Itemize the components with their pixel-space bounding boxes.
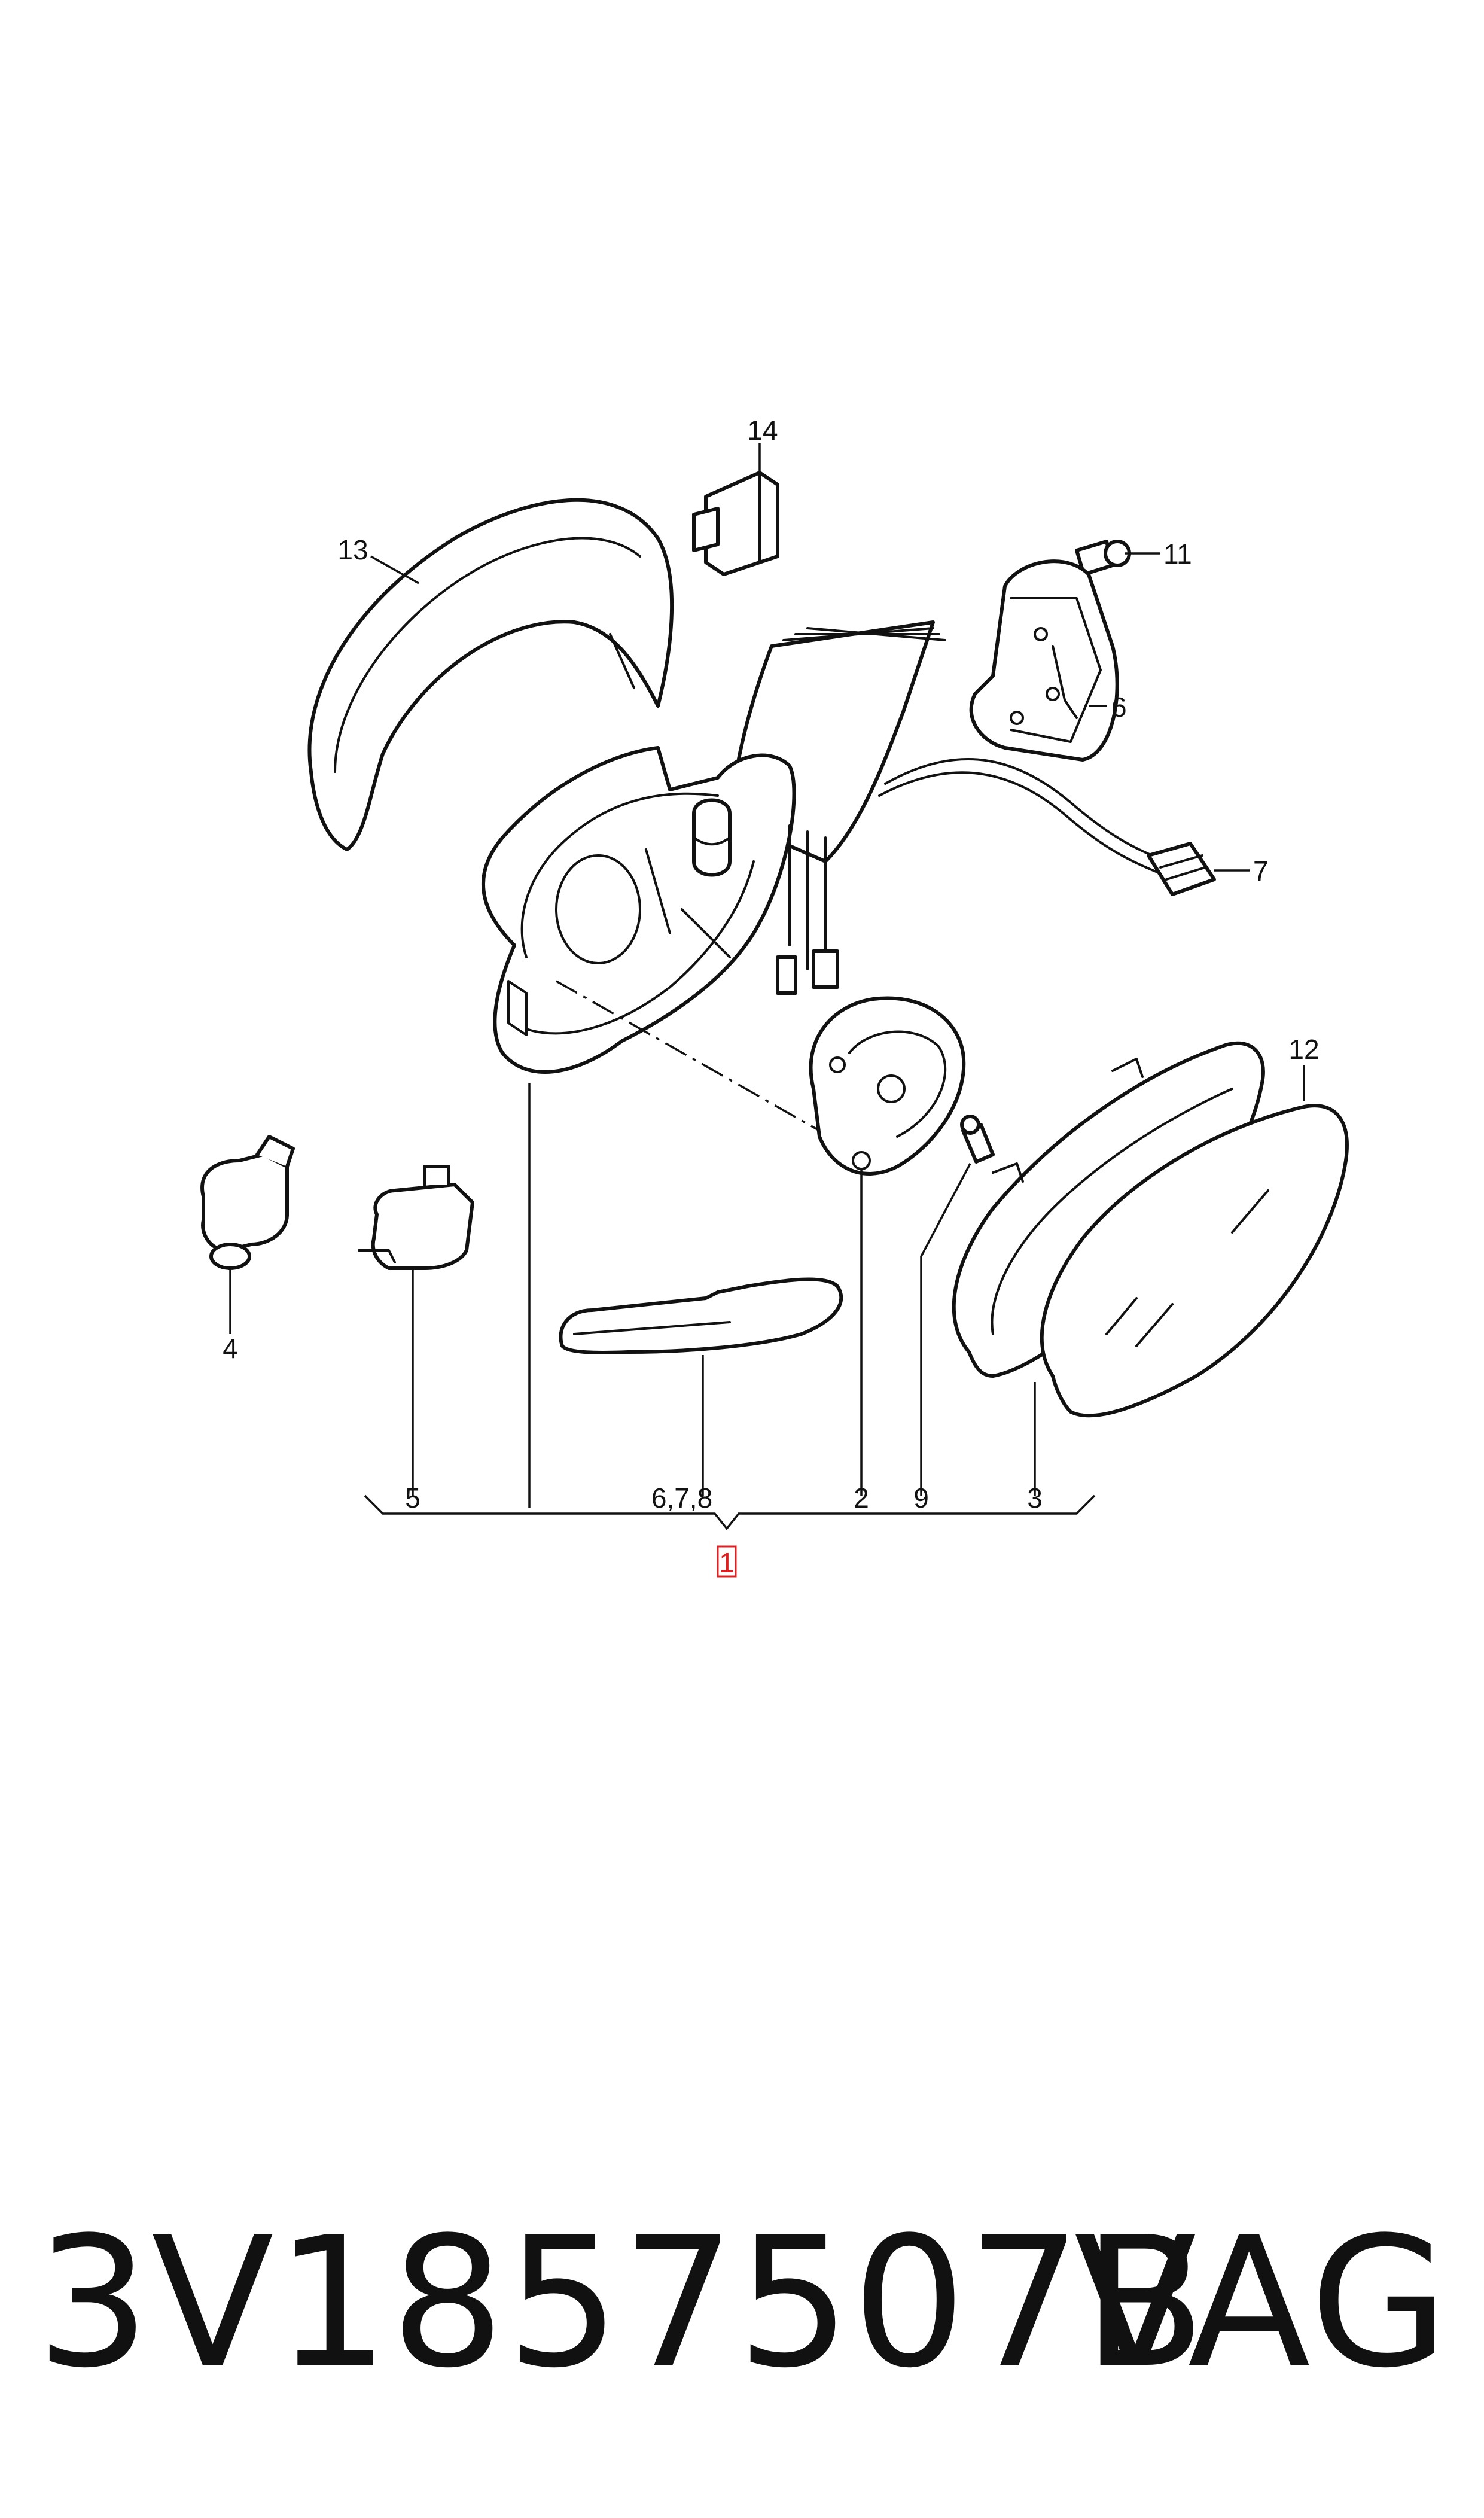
mirror-housing (482, 746, 839, 1074)
callout-4: 4 (223, 1333, 238, 1364)
bolt-9 (960, 1115, 995, 1164)
leader-lines (229, 443, 1305, 1508)
callout-11: 11 (1163, 538, 1192, 570)
callout-7: 7 (1253, 855, 1269, 887)
mirror-glass (1040, 1104, 1349, 1418)
puddle-lamp (358, 1165, 474, 1270)
assembly-bracket (364, 1494, 1096, 1578)
callout-13: 13 (337, 534, 368, 565)
mirror-cover-cap (307, 498, 674, 851)
connector-clip (692, 471, 779, 576)
assembly-number-box (717, 1545, 737, 1578)
lamp-socket (200, 1135, 295, 1270)
callout-6-7-8: 6,7,8 (651, 1482, 712, 1514)
callout-5: 5 (405, 1482, 420, 1514)
alignment-line (556, 980, 820, 1132)
callout-1: 1 (719, 1547, 735, 1578)
turn-signal-strip (559, 1277, 843, 1354)
callout-6: 6 (1111, 692, 1127, 723)
callout-3: 3 (1027, 1482, 1043, 1514)
heating-pad (969, 559, 1119, 762)
wiring-harness (878, 758, 1216, 896)
callout-12: 12 (1288, 1034, 1319, 1065)
callout-9: 9 (913, 1482, 929, 1514)
callout-2: 2 (854, 1482, 869, 1514)
adjustment-motor (809, 996, 966, 1176)
exploded-parts-diagram: 14 13 11 6 7 12 4 5 6,7,8 2 9 3 1 (200, 415, 1349, 1578)
callout-14: 14 (747, 415, 778, 446)
part-number: 3V1857507B (36, 2199, 1207, 2407)
brand-name: VAG (1074, 2199, 1451, 2407)
